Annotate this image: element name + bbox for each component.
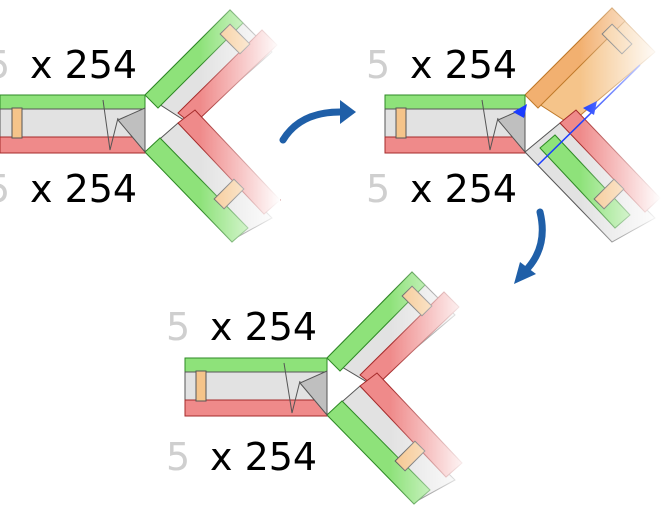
clipped-digit: 5: [0, 43, 10, 87]
clipped-digit: 5: [166, 305, 190, 349]
left-arm: [384, 94, 526, 154]
left-arm: [184, 357, 328, 417]
clipped-digit: 5: [366, 167, 390, 211]
dimension-label-bottom: x 254: [210, 435, 317, 479]
dimension-label-top: x 254: [210, 305, 317, 349]
dimension-label-top: x 254: [410, 43, 517, 87]
left-arm: [0, 94, 146, 154]
flow-arrow-right: [279, 108, 344, 144]
dimension-label-bottom: x 254: [30, 167, 137, 211]
panel-after: 5 x 254 5 x 254: [166, 260, 470, 513]
clipped-digit: 5: [366, 43, 390, 87]
panel-before: 5 x 254 5 x 254: [0, 0, 281, 260]
panel-editing: 5 x 254 5 x 254: [366, 0, 661, 260]
clipped-digit: 5: [0, 167, 10, 211]
flow-arrow-down: [524, 208, 546, 272]
arrow-head-icon: [340, 100, 356, 124]
dimension-label-top: x 254: [30, 43, 137, 87]
clipped-digit: 5: [166, 435, 190, 479]
join-grip-icon[interactable]: [513, 104, 527, 118]
arrow-head-icon: [514, 262, 536, 284]
dimension-label-bottom: x 254: [410, 167, 517, 211]
